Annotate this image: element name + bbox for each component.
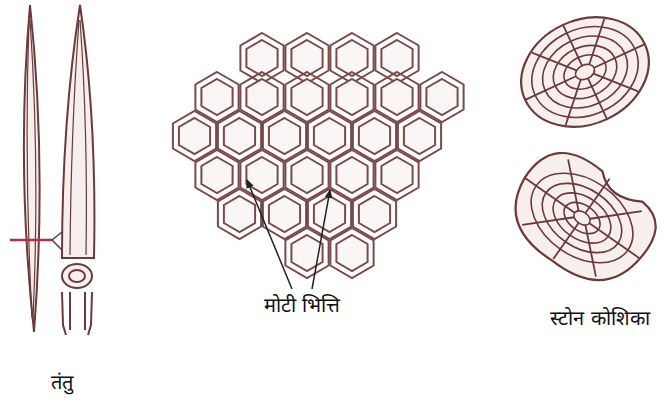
fibre-label: तंतु bbox=[51, 370, 73, 394]
thick-wall-label: मोटी भित्ति bbox=[264, 293, 340, 317]
sclerenchyma-section bbox=[173, 33, 464, 278]
fibre-drawing bbox=[10, 5, 94, 335]
stone-cell-label: स्टोन कोशिका bbox=[550, 306, 649, 330]
stone-cells bbox=[495, 0, 667, 302]
leader-lines bbox=[247, 180, 330, 289]
